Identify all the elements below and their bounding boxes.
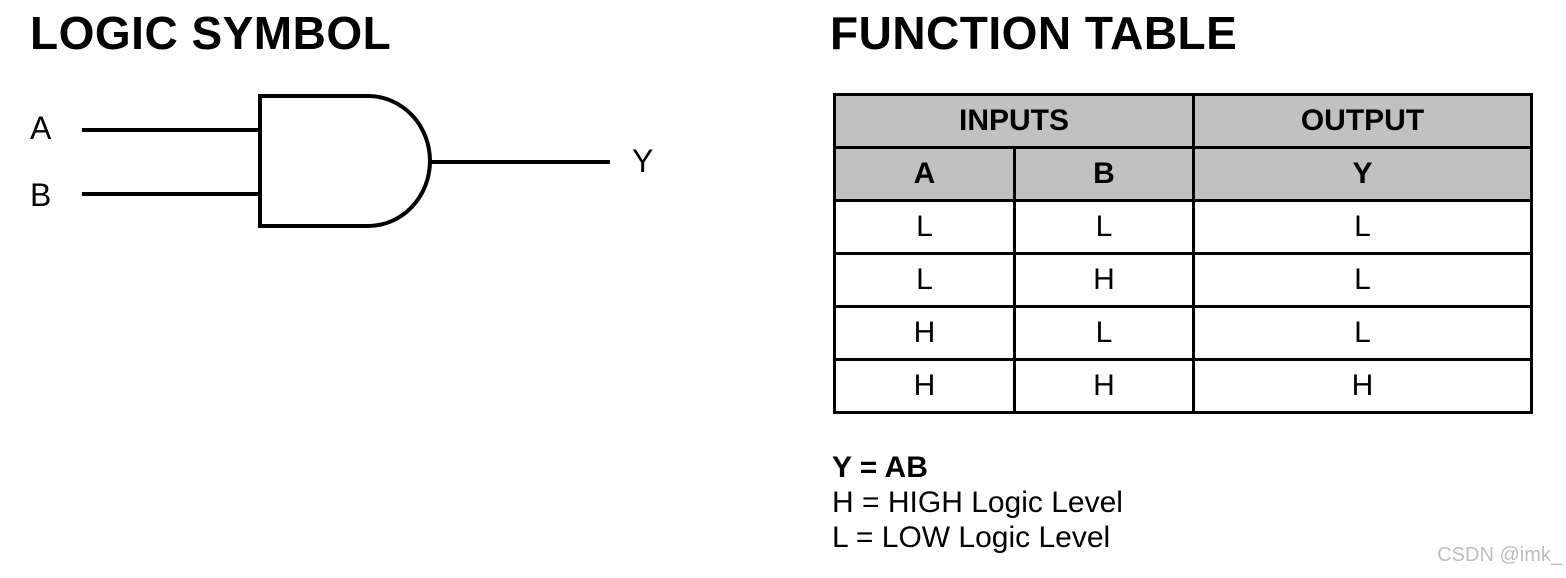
group-header-row: INPUTS OUTPUT xyxy=(832,93,1534,149)
table-notes: Y = AB H = HIGH Logic Level L = LOW Logi… xyxy=(832,450,1123,555)
table-row: H L L xyxy=(833,305,1534,361)
logic-symbol-title: LOGIC SYMBOL xyxy=(30,7,392,59)
boolean-equation: Y = AB xyxy=(832,451,928,484)
function-table-title: FUNCTION TABLE xyxy=(830,7,1238,59)
column-header-y: Y xyxy=(1192,146,1534,202)
truth-table-cell: H xyxy=(1012,358,1196,414)
table-row: L L L xyxy=(833,199,1534,255)
truth-table-cell: L xyxy=(833,199,1016,255)
column-header-row: A B Y xyxy=(833,146,1534,202)
table-row: H H H xyxy=(833,358,1534,414)
truth-table-cell: L xyxy=(1192,305,1534,361)
input-b-label: B xyxy=(30,177,52,213)
function-table: INPUTS OUTPUT A B Y L L L L H L H L xyxy=(832,93,1534,414)
truth-table-cell: L xyxy=(1192,199,1534,255)
truth-table-cell: L xyxy=(1192,252,1534,308)
truth-table-cell: H xyxy=(1012,252,1196,308)
truth-table-cell: H xyxy=(833,358,1016,414)
inputs-group-header: INPUTS xyxy=(832,93,1196,149)
column-header-a: A xyxy=(833,146,1016,202)
truth-table-cell: L xyxy=(1012,305,1196,361)
and-gate-icon xyxy=(82,94,610,228)
high-level-note: H = HIGH Logic Level xyxy=(832,486,1123,519)
column-header-b: B xyxy=(1012,146,1196,202)
output-group-header: OUTPUT xyxy=(1192,93,1534,149)
and-gate-body xyxy=(258,94,432,228)
low-level-note: L = LOW Logic Level xyxy=(832,521,1111,554)
output-y-label: Y xyxy=(632,143,654,179)
input-a-label: A xyxy=(30,110,52,146)
truth-table-cell: L xyxy=(833,252,1016,308)
truth-table-cell: L xyxy=(1012,199,1196,255)
truth-table-cell: H xyxy=(833,305,1016,361)
watermark: CSDN @imk_ xyxy=(1437,544,1562,566)
table-row: L H L xyxy=(833,252,1534,308)
truth-table-cell: H xyxy=(1192,358,1534,414)
